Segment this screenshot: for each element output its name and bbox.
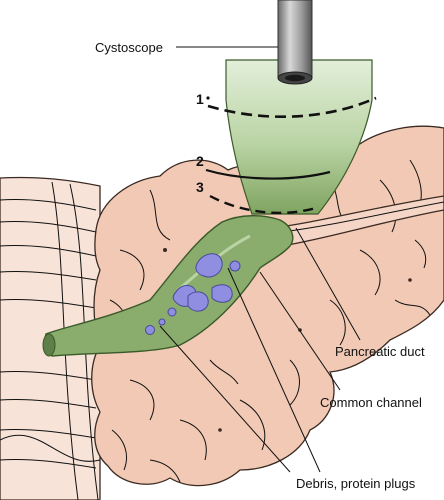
cystoscope-view-field: [225, 59, 373, 215]
leader-lines: [159, 46, 361, 473]
pancreatic-duct-distal: [270, 195, 444, 247]
marker-1-number: 1: [196, 91, 204, 107]
marker-1: 1: [196, 91, 210, 107]
position-lines: [205, 96, 377, 215]
marker-2-number: 2: [196, 153, 204, 169]
cystoscope: [277, 0, 313, 85]
debris-protein-plugs: [145, 253, 241, 335]
cystoscope-label: Cystoscope: [95, 40, 163, 55]
pancreatic-duct-label: Pancreatic duct: [335, 344, 425, 359]
marker-3-number: 3: [196, 179, 204, 195]
common-channel-label: Common channel: [320, 395, 422, 410]
debris-label: Debris, protein plugs: [296, 476, 416, 491]
